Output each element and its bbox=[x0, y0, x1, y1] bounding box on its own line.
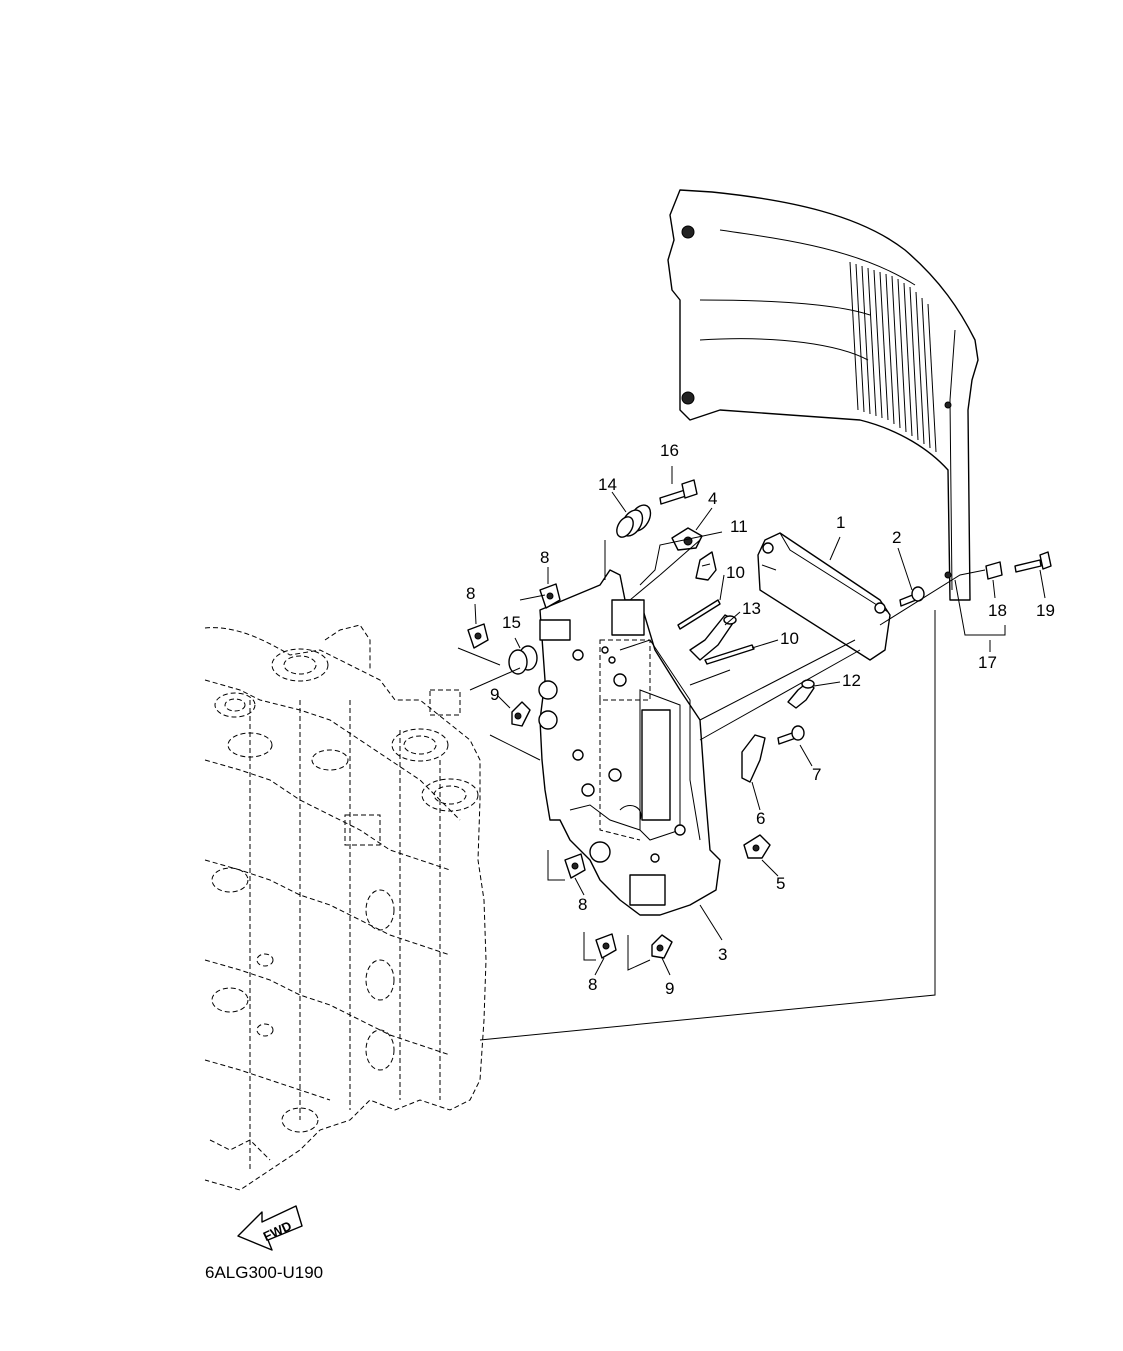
electrical-cover bbox=[667, 189, 979, 601]
callout-14: 14 bbox=[598, 475, 617, 494]
holder-11 bbox=[695, 551, 717, 581]
grommet-14 bbox=[616, 504, 652, 538]
callout-8a: 8 bbox=[540, 548, 549, 567]
bolt-16 bbox=[659, 479, 698, 505]
cover-ribs bbox=[849, 261, 937, 453]
callout-8d: 8 bbox=[588, 975, 597, 994]
callout-6: 6 bbox=[756, 809, 765, 828]
forward-direction-arrow: FWD bbox=[237, 1205, 303, 1251]
callout-16: 16 bbox=[660, 441, 679, 460]
control-unit bbox=[757, 532, 891, 661]
clip-8c bbox=[564, 853, 586, 879]
bolt-19 bbox=[1014, 551, 1052, 573]
callout-13: 13 bbox=[742, 599, 761, 618]
screw-7 bbox=[777, 725, 805, 745]
callout-1: 1 bbox=[836, 513, 845, 532]
callout-12: 12 bbox=[842, 671, 861, 690]
callout-8b: 8 bbox=[466, 584, 475, 603]
callout-labels: 1 2 3 4 5 6 7 8 8 8 8 9 9 10 10 11 12 13… bbox=[466, 441, 1055, 998]
clip-5 bbox=[743, 834, 771, 859]
callout-8c: 8 bbox=[578, 895, 587, 914]
callout-11: 11 bbox=[730, 517, 748, 536]
callout-17: 17 bbox=[978, 653, 997, 672]
clip-8a bbox=[539, 583, 561, 609]
callout-2: 2 bbox=[892, 528, 901, 547]
callout-5: 5 bbox=[776, 874, 785, 893]
lead-wire-13 bbox=[689, 614, 737, 661]
clip-6 bbox=[741, 734, 766, 783]
cable-tie-10a bbox=[677, 599, 721, 630]
clamp-9a bbox=[511, 701, 531, 727]
clamp-9b bbox=[651, 934, 673, 959]
clip-8d bbox=[595, 933, 617, 959]
clip-8b bbox=[467, 623, 489, 649]
mounting-bracket bbox=[538, 569, 721, 916]
callout-9a: 9 bbox=[490, 685, 499, 704]
callout-15: 15 bbox=[502, 613, 521, 632]
callout-9b: 9 bbox=[665, 979, 674, 998]
leader-lines bbox=[457, 466, 1046, 1041]
callout-18: 18 bbox=[988, 601, 1007, 620]
collar-18 bbox=[985, 561, 1003, 580]
engine-block bbox=[204, 624, 487, 1191]
grommet-15 bbox=[508, 645, 538, 675]
cable-tie-10b bbox=[704, 644, 755, 665]
callout-3: 3 bbox=[718, 945, 727, 964]
callout-10b: 10 bbox=[780, 629, 799, 648]
diagram-reference-code: 6ALG300-U190 bbox=[205, 1263, 323, 1282]
callout-4: 4 bbox=[708, 489, 717, 508]
callout-19: 19 bbox=[1036, 601, 1055, 620]
callout-10a: 10 bbox=[726, 563, 745, 582]
lead-wire-12 bbox=[787, 679, 815, 709]
callout-7: 7 bbox=[812, 765, 821, 784]
